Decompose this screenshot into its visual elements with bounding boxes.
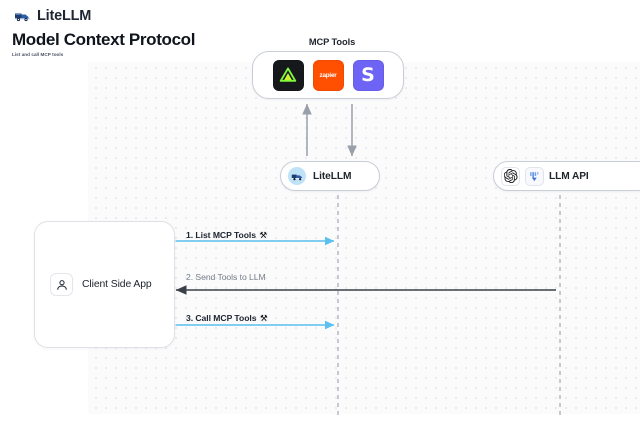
- litellm-truck-logo-icon: [288, 167, 306, 185]
- message-label-2-text: 2. Send Tools to LLM: [186, 272, 266, 282]
- tool-tile-anthropic[interactable]: [272, 59, 304, 91]
- message-label-3-text: 3. Call MCP Tools: [186, 313, 257, 323]
- message-label-2: 2. Send Tools to LLM: [186, 272, 266, 282]
- node-llm-api[interactable]: LLM API: [493, 161, 640, 191]
- brand-row: LiteLLM: [14, 6, 91, 26]
- node-llm-api-label: LLM API: [549, 170, 589, 182]
- tools-hammer-wrench-icon: ⚒: [259, 312, 269, 323]
- node-client-side-app[interactable]: Client Side App: [34, 221, 175, 348]
- tools-hammer-wrench-icon: ⚒: [258, 229, 268, 240]
- mcp-tools-box[interactable]: zapier S: [252, 51, 404, 99]
- page-title: Model Context Protocol: [12, 30, 196, 49]
- tool-tile-zapier[interactable]: zapier: [312, 59, 344, 91]
- message-label-1: 1. List MCP Tools ⚒: [186, 230, 268, 240]
- message-label-1-text: 1. List MCP Tools: [186, 230, 256, 240]
- openai-logo-icon: [501, 166, 520, 186]
- user-person-icon: [50, 273, 73, 296]
- node-client-side-app-label: Client Side App: [82, 279, 152, 290]
- slack-letter: S: [361, 63, 375, 86]
- message-label-3: 3. Call MCP Tools ⚒: [186, 312, 269, 323]
- tool-tile-slack[interactable]: S: [352, 59, 384, 91]
- node-litellm-label: LiteLLM: [313, 170, 352, 182]
- page-subtitle: List and call MCP tools: [12, 52, 64, 57]
- anthropic-logo-icon: [279, 67, 297, 82]
- litellm-truck-logo-icon: [14, 9, 31, 23]
- mcp-tools-label: MCP Tools: [308, 37, 356, 47]
- zapier-wordmark: zapier: [319, 71, 337, 79]
- brand-name: LiteLLM: [37, 7, 92, 24]
- node-litellm[interactable]: LiteLLM: [280, 161, 380, 191]
- gemini-logo-icon: [525, 166, 544, 186]
